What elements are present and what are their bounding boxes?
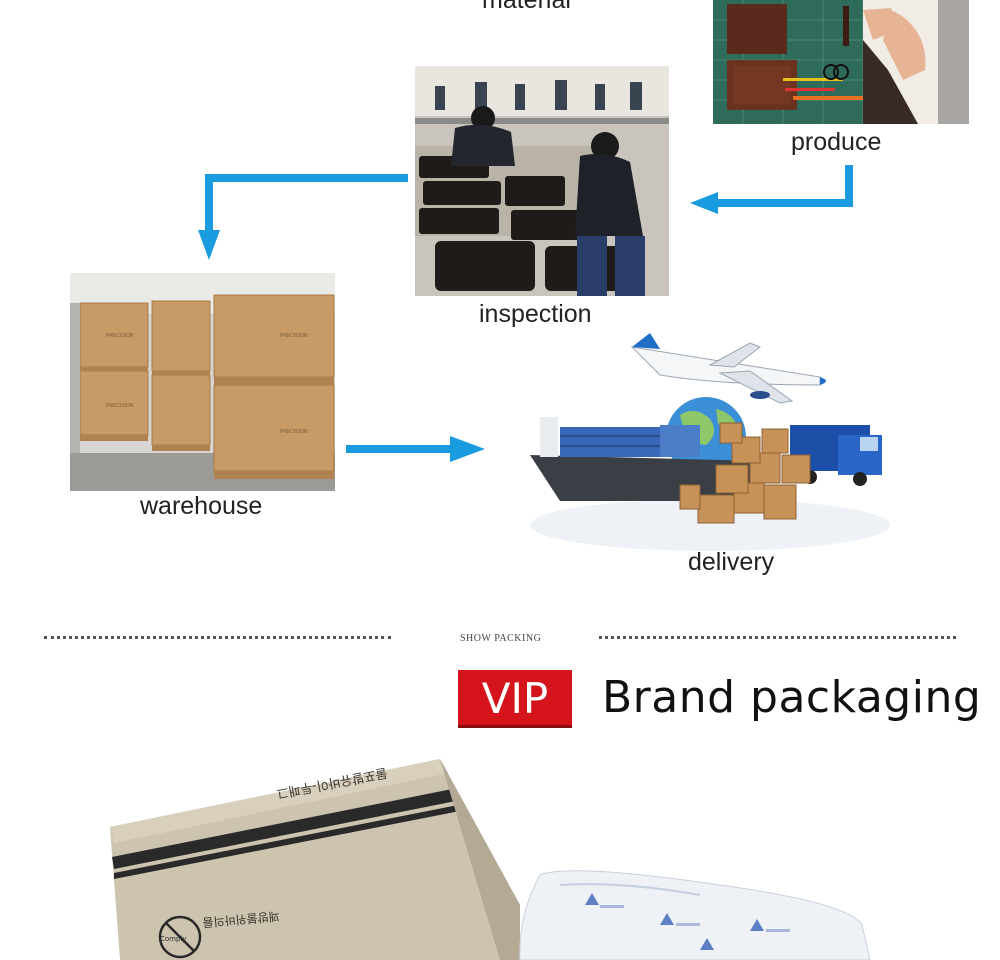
delivery-illustration <box>520 325 900 555</box>
show-packing-label: SHOW PACKING <box>460 633 542 644</box>
warehouse-caption: warehouse <box>140 492 263 520</box>
svg-text:PRECISION: PRECISION <box>280 429 308 435</box>
svg-text:PRECISION: PRECISION <box>106 403 134 409</box>
packaging-photo: 물포발유바이-투패그 꽤방불위바의륨 Comply <box>100 755 880 960</box>
produce-photo <box>713 0 969 124</box>
warehouse-photo: PRECISION PRECISION PRECISION PRECISION <box>70 273 335 491</box>
divider-left <box>44 636 391 639</box>
svg-text:PRECISION: PRECISION <box>106 333 134 339</box>
inspection-photo <box>415 66 669 296</box>
svg-text:PRECISION: PRECISION <box>280 333 308 339</box>
box-logo-text: Comply <box>160 935 187 943</box>
inspection-caption: inspection <box>479 300 592 328</box>
arrow-warehouse-to-delivery <box>346 436 485 462</box>
box-print-side: 꽤방불위바의륨 <box>202 909 280 930</box>
vip-badge: VIP <box>458 670 572 728</box>
delivery-caption: delivery <box>688 548 775 576</box>
arrow-produce-to-inspection <box>690 165 853 214</box>
divider-right <box>599 636 956 639</box>
no-fragile-icon: Comply <box>158 915 202 959</box>
arrow-inspection-to-warehouse <box>198 174 408 260</box>
material-caption: material <box>482 0 571 14</box>
produce-caption: produce <box>791 128 882 156</box>
brand-packaging-title: Brand packaging <box>602 672 982 723</box>
